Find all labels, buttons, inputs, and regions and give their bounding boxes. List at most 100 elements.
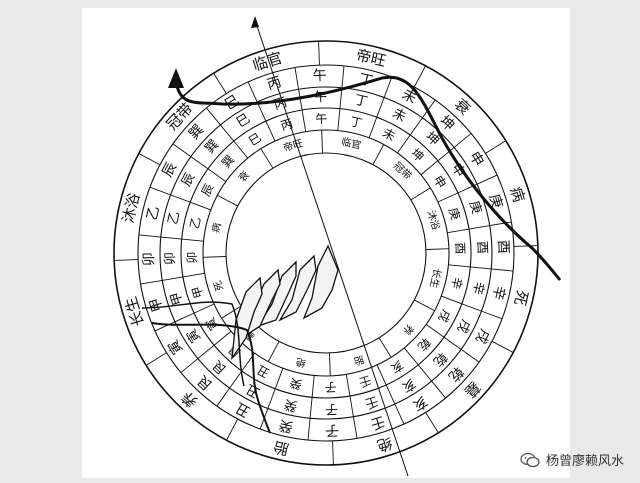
ring-divider bbox=[481, 310, 503, 320]
ring-24-mountains-inner-label: 庚 bbox=[446, 206, 464, 222]
ring-divider bbox=[410, 187, 431, 201]
ring-24-mountains-outer-label: 丙 bbox=[265, 74, 283, 93]
ring-divider bbox=[394, 403, 405, 425]
ring-divider bbox=[376, 364, 387, 386]
ring-divider bbox=[138, 234, 161, 238]
ring-24-mountains-middle-label: 酉 bbox=[474, 241, 489, 255]
ring-24-mountains-middle-label: 戌 bbox=[454, 317, 473, 336]
ring-24-mountains-middle-label: 丁 bbox=[353, 93, 369, 111]
ring-divider bbox=[260, 148, 274, 169]
ring-24-mountains-outer-label: 庚 bbox=[486, 192, 505, 210]
ring-divider bbox=[182, 272, 205, 278]
outer-ring-stages-label: 死 bbox=[510, 289, 531, 308]
ring-divider bbox=[460, 349, 480, 363]
ring-divider bbox=[332, 440, 334, 465]
vein-arrow-icon bbox=[168, 68, 184, 88]
ring-24-mountains-middle-label: 巽 bbox=[202, 137, 222, 157]
ring-divider bbox=[349, 395, 354, 417]
ring-divider bbox=[491, 268, 514, 272]
ring-divider bbox=[207, 168, 227, 182]
ring-divider bbox=[417, 364, 432, 382]
ring-divider bbox=[190, 156, 209, 170]
ring-24-mountains-outer-label: 卯 bbox=[141, 252, 157, 267]
ring-divider bbox=[485, 140, 507, 154]
ring-24-mountains-inner-label: 辰 bbox=[199, 181, 217, 198]
ring-24-mountains-inner-label: 巽 bbox=[219, 152, 237, 170]
ring-divider bbox=[311, 375, 315, 398]
ring-24-mountains-outer-label: 乙 bbox=[144, 205, 163, 222]
ring-divider bbox=[140, 279, 163, 285]
ring-24-mountains-inner-label: 乙 bbox=[187, 215, 203, 230]
ring-divider bbox=[162, 276, 184, 281]
axis-line bbox=[254, 19, 409, 477]
ring-24-mountains-outer-label: 丑 bbox=[233, 399, 253, 420]
ring-24-mountains-outer-label: 甲 bbox=[147, 296, 166, 314]
ring-24-mountains-middle-label: 甲 bbox=[168, 290, 186, 307]
ring-divider bbox=[309, 397, 313, 419]
ring-24-mountains-outer-label: 癸 bbox=[278, 416, 295, 435]
ring-24-mountains-inner-label: 午 bbox=[315, 112, 327, 126]
ring-24-mountains-outer-label: 酉 bbox=[495, 240, 511, 255]
ring-divider bbox=[213, 330, 232, 346]
ring-divider bbox=[114, 259, 139, 261]
inner-ring-stages-label: 绝 bbox=[294, 355, 307, 370]
ring-24-mountains-outer-label: 午 bbox=[313, 68, 328, 84]
inner-ring-stages-label: 衰 bbox=[236, 168, 252, 184]
ring-24-mountains-inner-label: 未 bbox=[380, 126, 397, 144]
ring-24-mountains-middle-label: 艮 bbox=[210, 357, 230, 377]
dragon-vein-line-lower-1 bbox=[151, 322, 271, 434]
ring-24-mountains-inner-label: 丁 bbox=[349, 114, 364, 130]
ring-divider bbox=[307, 418, 311, 441]
ring-divider bbox=[145, 352, 167, 366]
ring-24-mountains-outer-label: 子 bbox=[325, 422, 340, 438]
ring-circle bbox=[159, 86, 493, 420]
ring-24-mountains-inner-label: 丙 bbox=[279, 116, 295, 133]
inner-ring-stages-label: 病 bbox=[209, 221, 224, 234]
wechat-icon bbox=[520, 452, 540, 468]
ring-divider bbox=[221, 305, 242, 319]
ring-divider bbox=[267, 341, 280, 362]
ring-24-mountains-middle-label: 丙 bbox=[272, 95, 289, 113]
ring-divider bbox=[414, 299, 435, 312]
inner-ring-stages-label: 帝旺 bbox=[282, 136, 305, 154]
ring-divider bbox=[193, 303, 215, 314]
ring-divider bbox=[403, 347, 419, 366]
ring-divider bbox=[413, 65, 426, 88]
ring-divider bbox=[453, 133, 472, 148]
watermark-text: 杨曾廖赖风水 bbox=[545, 454, 624, 469]
ring-24-mountains-outer-label: 辛 bbox=[489, 284, 508, 301]
ring-24-mountains-inner-label: 丑 bbox=[254, 362, 271, 380]
ring-divider bbox=[372, 144, 385, 165]
ring-divider bbox=[443, 336, 462, 350]
ring-divider bbox=[341, 65, 345, 88]
ring-divider bbox=[425, 248, 449, 250]
ring-divider bbox=[425, 412, 439, 434]
compass-overlays bbox=[141, 16, 562, 477]
ring-24-mountains-inner-label: 壬 bbox=[357, 373, 373, 390]
diagram-panel: 临官帝旺衰病死墓绝胎养长生沐浴冠带午丁未坤申庚酉辛戌乾亥壬子癸丑艮寅甲卯乙辰巽巳… bbox=[82, 8, 570, 478]
ring-24-mountains-middle-label: 辛 bbox=[469, 280, 487, 296]
mountain-range-icon bbox=[231, 244, 339, 361]
ring-divider bbox=[220, 124, 235, 142]
ring-24-mountains-middle-label: 乾 bbox=[430, 349, 450, 369]
ring-24-mountains-inner-label: 卯 bbox=[185, 251, 199, 263]
ring-divider bbox=[216, 387, 230, 407]
ring-24-mountains-outer-label: 壬 bbox=[369, 413, 387, 432]
ring-divider bbox=[203, 256, 227, 258]
ring-divider bbox=[422, 99, 436, 119]
ring-divider bbox=[256, 101, 267, 122]
ring-divider bbox=[491, 340, 514, 353]
ring-divider bbox=[301, 109, 307, 132]
ring-divider bbox=[461, 303, 482, 312]
ring-divider bbox=[247, 81, 258, 103]
ring-24-mountains-inner-label: 坤 bbox=[408, 145, 427, 164]
dragon-vein-line-lower-2 bbox=[141, 301, 245, 387]
watermark: 杨曾廖赖风水 bbox=[520, 450, 624, 469]
ring-divider bbox=[513, 245, 538, 247]
ring-divider bbox=[180, 358, 199, 373]
ring-24-mountains-middle-label: 亥 bbox=[399, 375, 418, 395]
ring-24-mountains-middle-label: 癸 bbox=[283, 396, 299, 414]
ring-divider bbox=[138, 153, 161, 166]
ring-divider bbox=[321, 130, 323, 154]
ring-divider bbox=[160, 236, 182, 240]
